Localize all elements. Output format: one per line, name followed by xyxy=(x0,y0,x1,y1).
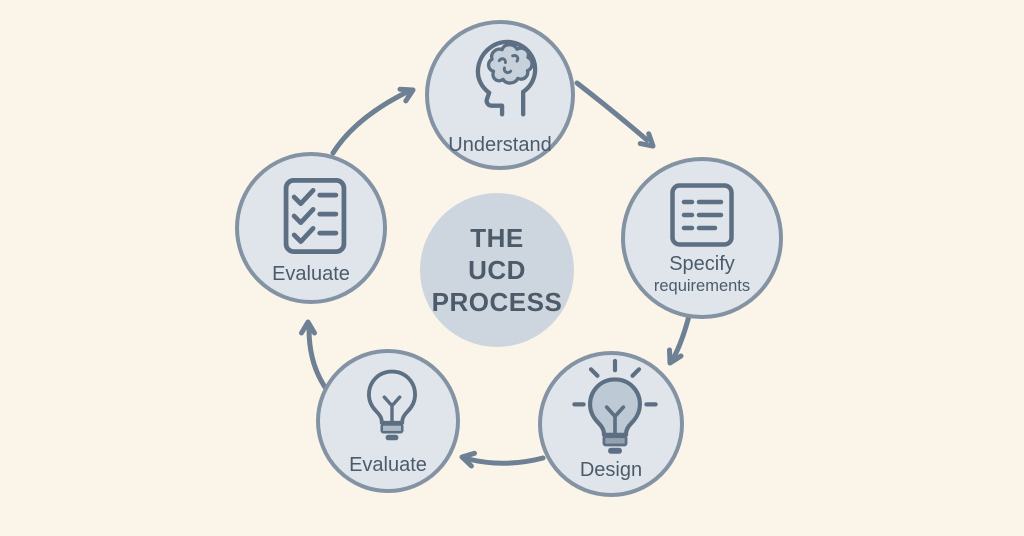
node-label-specify: Specify xyxy=(669,253,735,275)
node-design: Design xyxy=(538,351,684,497)
arrow-specify-to-design xyxy=(667,313,692,366)
node-label-understand: Understand xyxy=(448,134,552,156)
arrow-evaluate-to-understand xyxy=(330,86,416,156)
node-label-evaluate-checklist: Evaluate xyxy=(272,263,350,285)
center-title-line2: UCD xyxy=(468,255,526,285)
lightbulb-icon xyxy=(367,369,417,441)
arrow-evaluate-to-evaluate xyxy=(299,319,330,393)
lightbulb-rays-icon xyxy=(572,358,658,454)
center-title-line1: THE xyxy=(470,223,524,253)
center-title-line3: PROCESS xyxy=(431,287,563,317)
requirements-list-icon xyxy=(670,183,734,247)
node-label-specify-line2: requirements xyxy=(653,277,751,295)
node-label-evaluate-prototype: Evaluate xyxy=(349,454,427,476)
node-understand: Understand xyxy=(425,20,575,170)
brain-in-head-icon xyxy=(475,39,538,117)
checklist-icon xyxy=(283,178,347,254)
node-label-design: Design xyxy=(579,459,643,481)
center-title-circle: THE UCD PROCESS xyxy=(420,193,574,347)
arrow-understand-to-specify xyxy=(574,80,656,149)
node-specify-requirements: Specify requirements xyxy=(621,157,783,319)
node-evaluate-checklist: Evaluate xyxy=(235,152,387,304)
arrow-design-to-evaluate xyxy=(459,450,546,469)
node-evaluate-prototype: Evaluate xyxy=(316,349,460,493)
